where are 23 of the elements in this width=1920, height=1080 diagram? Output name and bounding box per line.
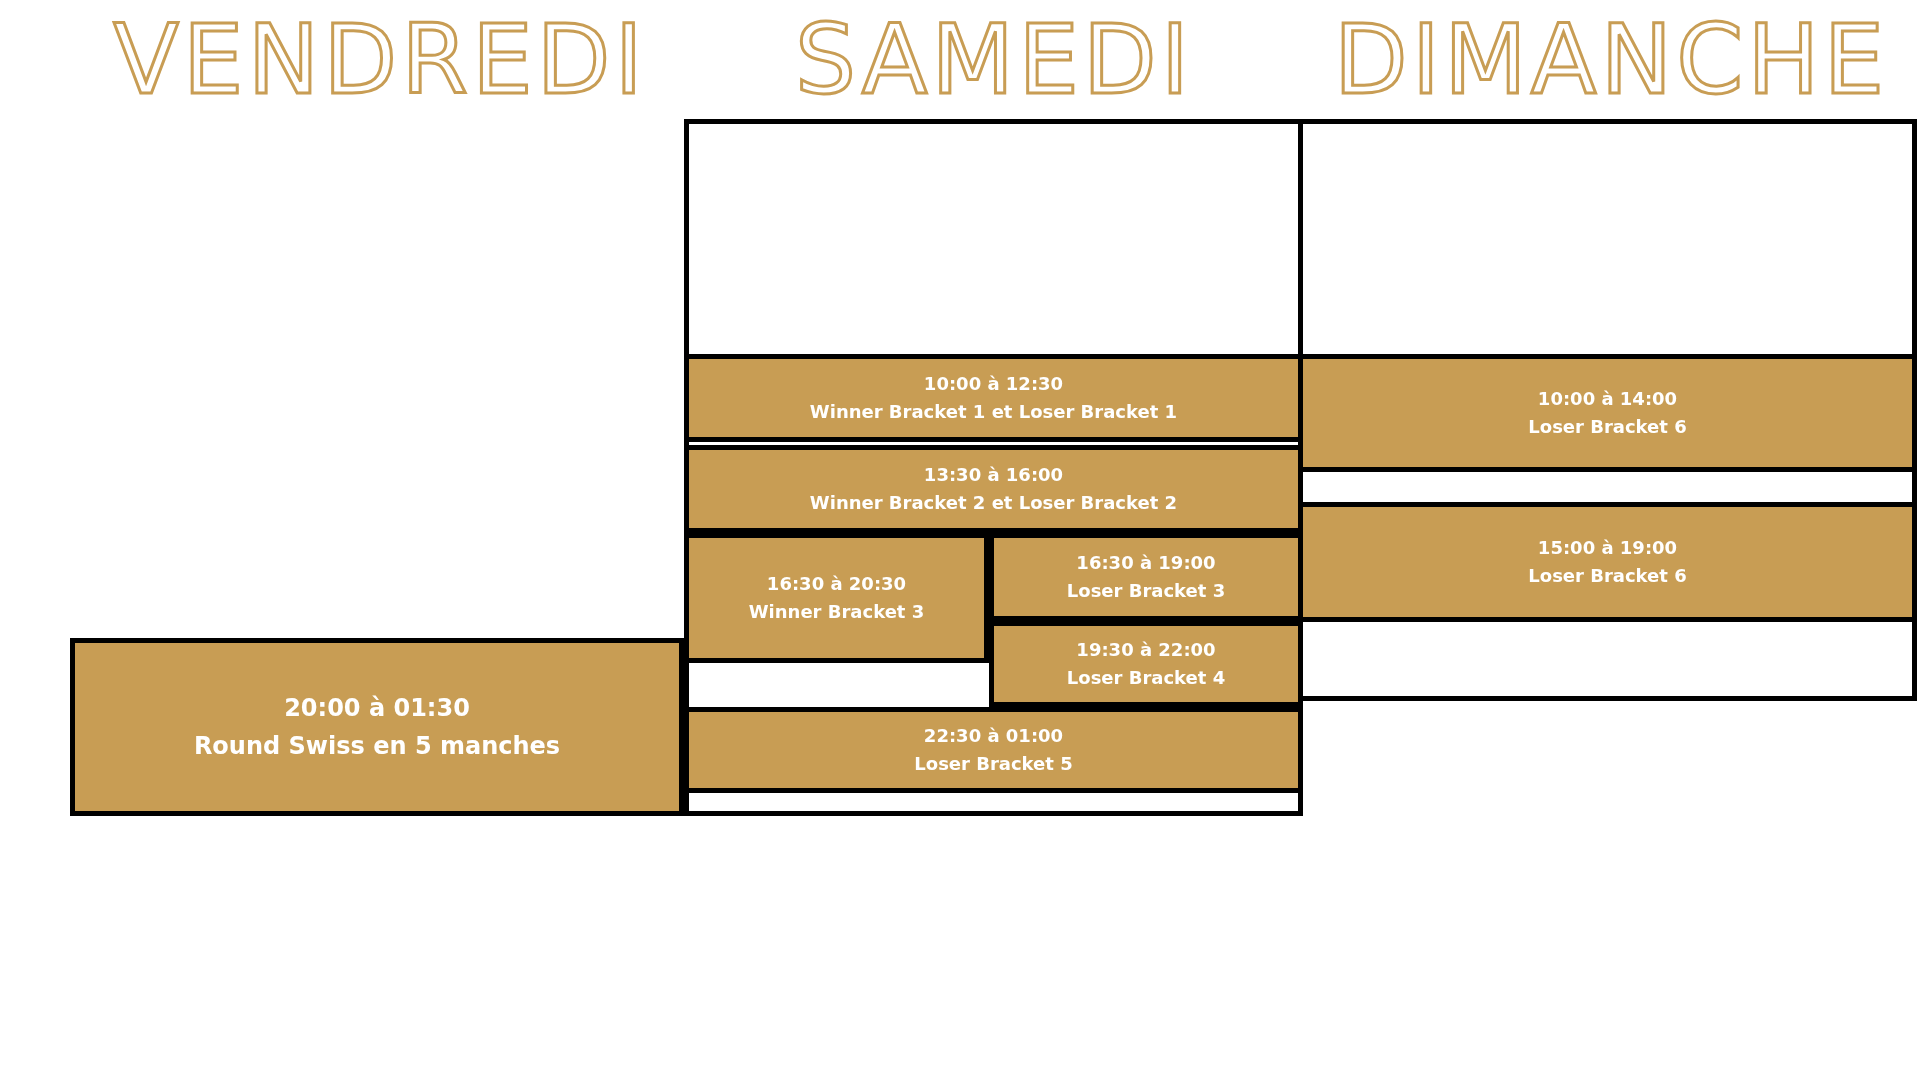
event-name-text: Loser Bracket 6 — [1528, 564, 1687, 588]
day-column-frame — [684, 119, 1303, 816]
event-name-text: Winner Bracket 1 et Loser Bracket 1 — [809, 400, 1178, 424]
event-name-text: Winner Bracket 2 et Loser Bracket 2 — [809, 491, 1178, 515]
event-name-text: Loser Bracket 6 — [1528, 415, 1687, 439]
time-range-text: 20:00 à 01:30 — [284, 693, 470, 724]
time-range-text: 22:30 à 01:00 — [923, 724, 1064, 748]
event-block — [70, 638, 684, 816]
time-range-text: 10:00 à 14:00 — [1537, 387, 1678, 411]
time-range-text: 10:00 à 12:30 — [923, 372, 1064, 396]
time-range-text: 13:30 à 16:00 — [923, 463, 1064, 487]
time-range-text: 15:00 à 19:00 — [1537, 536, 1678, 560]
event-name-text: Loser Bracket 3 — [1066, 579, 1226, 603]
time-range-text: 19:30 à 22:00 — [1076, 638, 1216, 662]
day-heading: VENDREDI — [111, 10, 648, 110]
day-heading: DIMANCHE — [1332, 10, 1890, 110]
time-range-text: 16:30 à 19:00 — [1076, 551, 1216, 575]
event-name-text: Loser Bracket 4 — [1066, 666, 1226, 690]
time-range-text: 16:30 à 20:30 — [766, 572, 907, 596]
event-name-text: Loser Bracket 5 — [914, 752, 1073, 776]
day-heading: SAMEDI — [793, 10, 1195, 110]
event-name-text: Winner Bracket 3 — [748, 600, 925, 624]
event-name-text: Round Swiss en 5 manches — [193, 731, 561, 762]
